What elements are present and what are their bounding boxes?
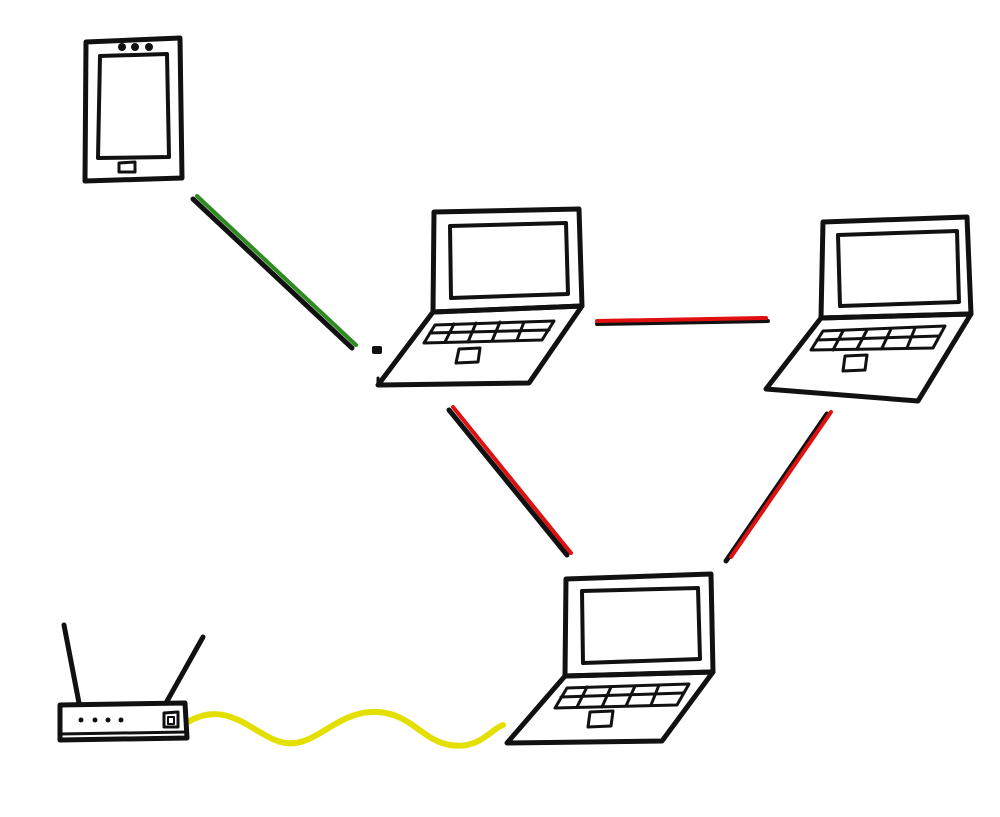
router-icon — [57, 622, 206, 743]
link-router-laptop-c-cable — [185, 708, 506, 749]
link-phone-laptop-a — [190, 194, 358, 351]
link-laptop-a-laptop-b — [595, 316, 770, 326]
smartphone-node — [82, 35, 185, 184]
laptop-c-node — [504, 571, 716, 746]
laptop-icon — [372, 206, 585, 388]
link-laptop-a-laptop-c — [446, 405, 573, 558]
laptop-icon — [504, 571, 716, 746]
router-node — [57, 622, 206, 743]
laptop-a-node — [372, 206, 585, 388]
links-layer — [185, 194, 833, 749]
laptop-b-node — [763, 214, 974, 404]
link-laptop-b-laptop-c — [723, 410, 833, 564]
smartphone-icon — [82, 35, 185, 184]
laptop-icon — [763, 214, 974, 404]
